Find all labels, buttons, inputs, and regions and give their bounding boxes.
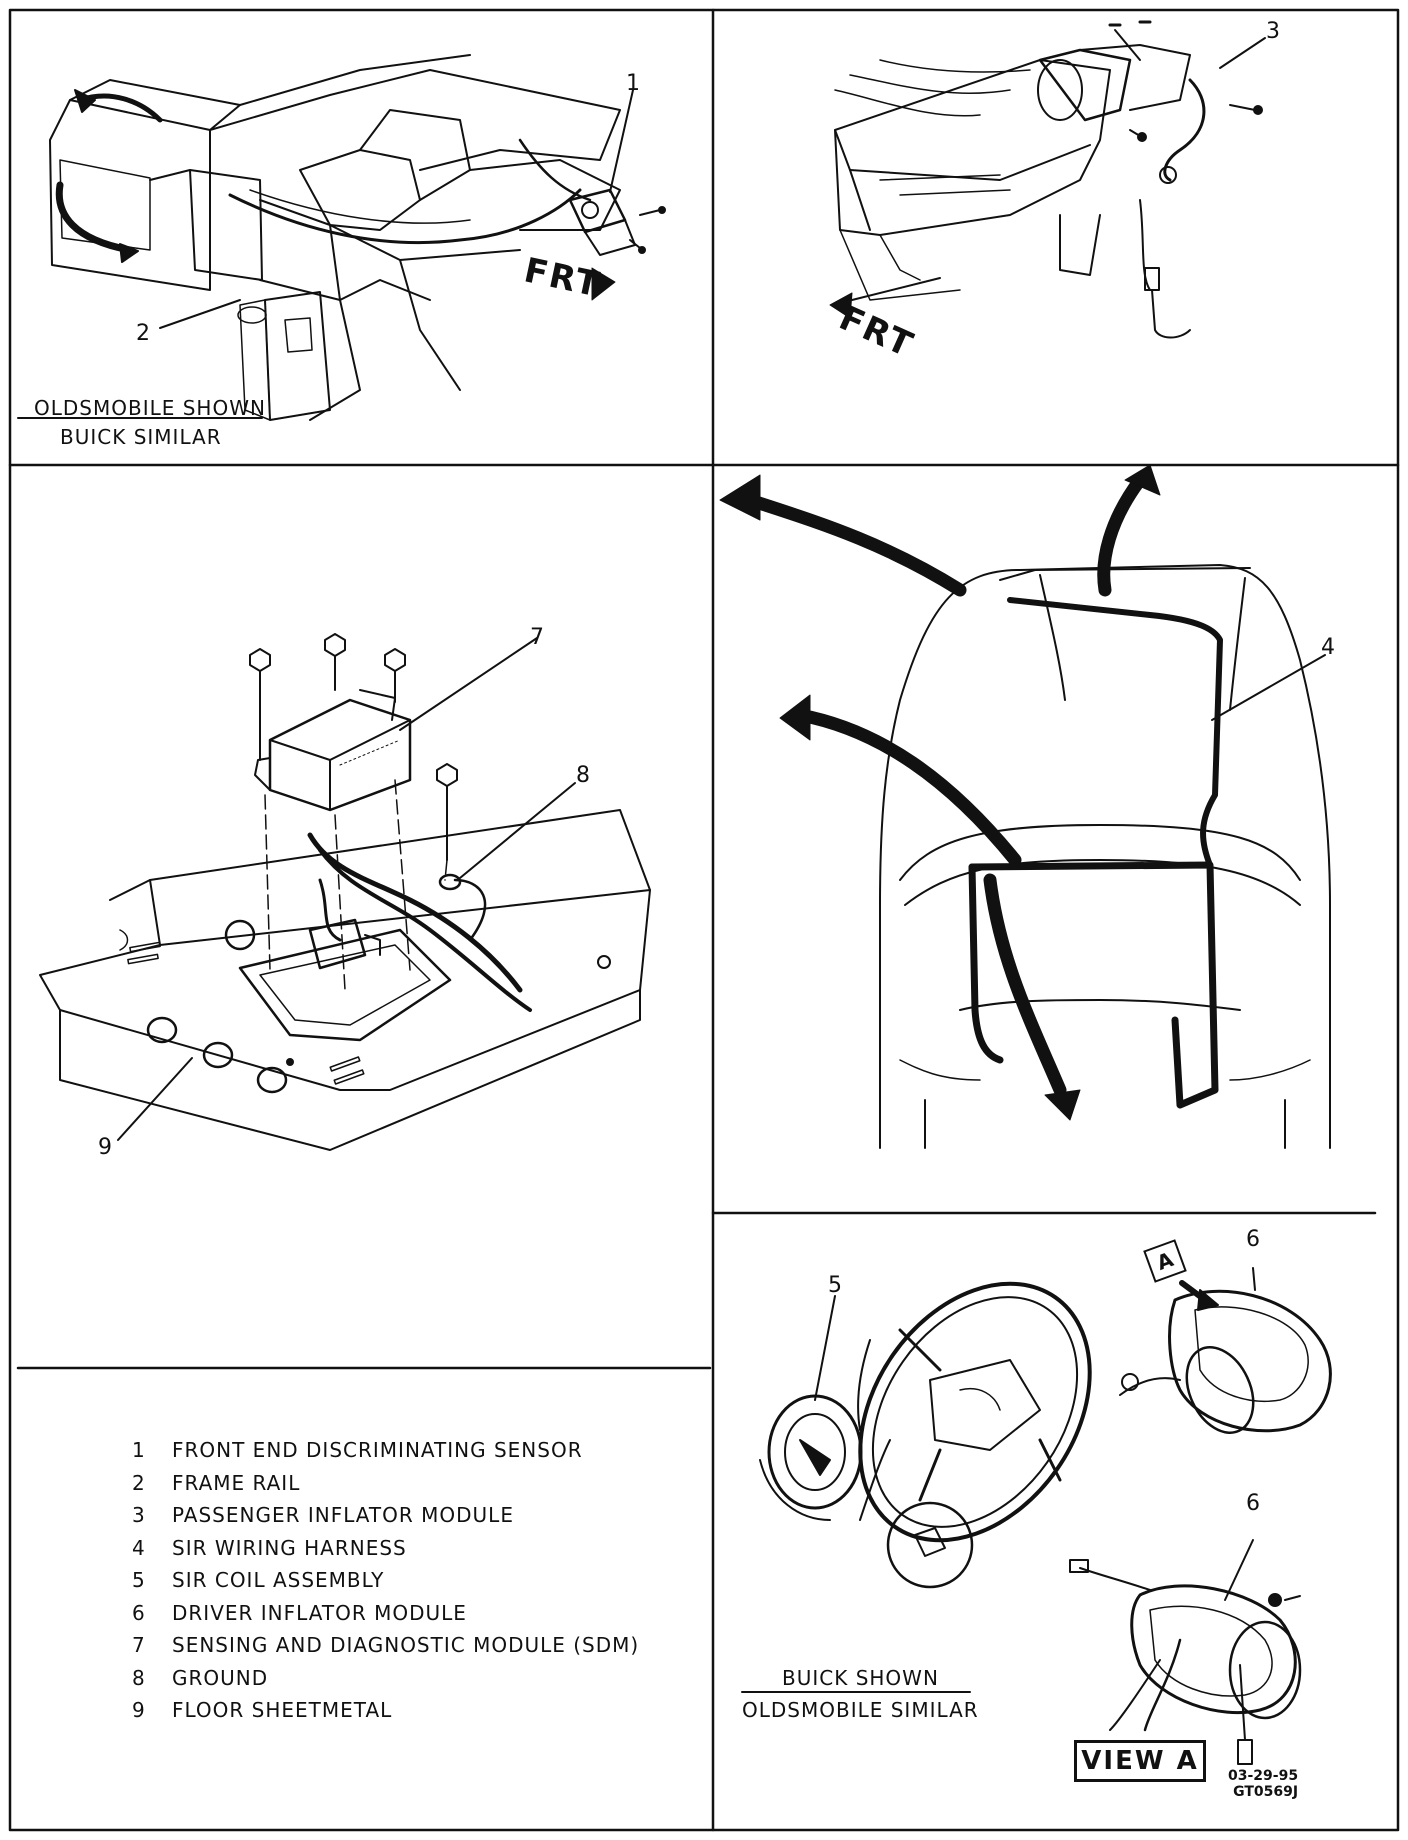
callout-9: 9 [98,1135,112,1160]
callout-4: 4 [1321,635,1335,660]
panel-borders [8,8,1400,1832]
passenger-inflator-illustration [829,20,1266,339]
callout-6-upper: 6 [1246,1227,1260,1252]
callout-7: 7 [530,625,544,650]
callout-5: 5 [828,1273,842,1298]
caption-oldsmobile-similar: OLDSMOBILE SIMILAR [742,1698,979,1722]
wiring-harness-illustration [719,464,1331,1149]
drawing-reference: 03-29-95 GT0569J [1228,1768,1298,1800]
front-end-sensor-illustration [17,54,666,421]
callout-6-lower: 6 [1246,1491,1260,1516]
driver-inflator-illustration [741,1267,1332,1765]
reference-code: GT0569J [1233,1784,1299,1800]
callout-1: 1 [626,71,640,96]
reference-date: 03-29-95 [1228,1768,1299,1784]
callout-2: 2 [136,321,150,346]
caption-buick-shown: BUICK SHOWN [782,1666,939,1690]
caption-oldsmobile-shown: OLDSMOBILE SHOWN [34,396,266,420]
callout-8: 8 [576,763,590,788]
callout-3: 3 [1266,19,1280,44]
view-a-label: VIEW A [1074,1740,1206,1782]
caption-buick-similar: BUICK SIMILAR [60,425,222,449]
sdm-illustration [39,633,651,1151]
